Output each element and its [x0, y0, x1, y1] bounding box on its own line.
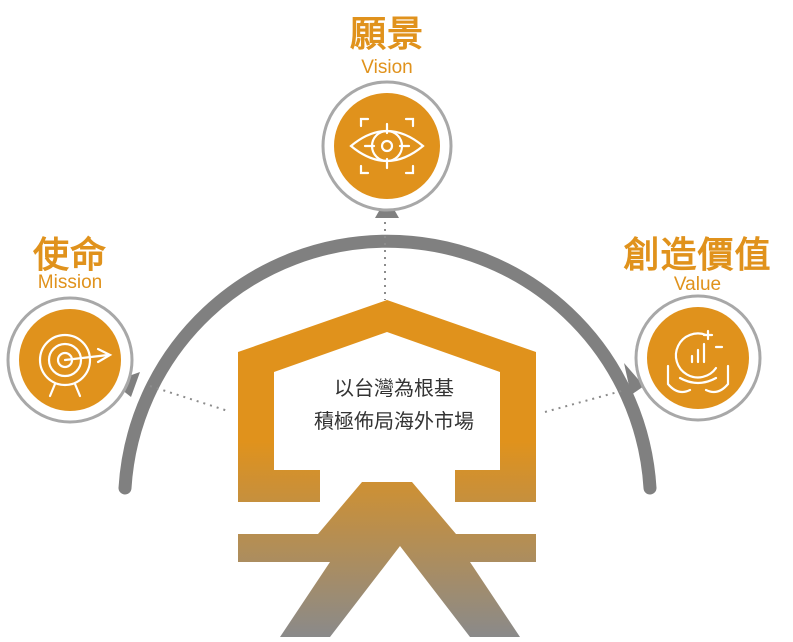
mission-subtitle: Mission	[37, 272, 103, 293]
center-statement: 以台灣為根基 積極佈局海外市場	[275, 372, 513, 438]
connector-mission	[149, 385, 229, 412]
growth-chart-hands-icon	[666, 329, 730, 394]
center-line-2: 積極佈局海外市場	[314, 409, 474, 433]
value-title: 創造價值	[623, 235, 772, 276]
eye-target-icon	[349, 117, 425, 175]
mission-badge	[6, 296, 134, 424]
value-subtitle: Value	[673, 274, 722, 295]
arc-arrow-value	[624, 363, 644, 395]
connector-value	[544, 389, 626, 413]
house-legs	[238, 482, 536, 637]
vision-badge	[321, 80, 453, 212]
value-badge	[634, 294, 762, 422]
house-frame	[238, 300, 536, 502]
center-line-1: 以台灣為根基	[334, 376, 454, 400]
mission-title: 使命	[32, 235, 107, 276]
vision-subtitle: Vision	[361, 57, 413, 78]
vision-title: 願景	[349, 14, 424, 55]
target-arrow-icon	[38, 333, 113, 398]
orbit-arc	[118, 234, 657, 495]
